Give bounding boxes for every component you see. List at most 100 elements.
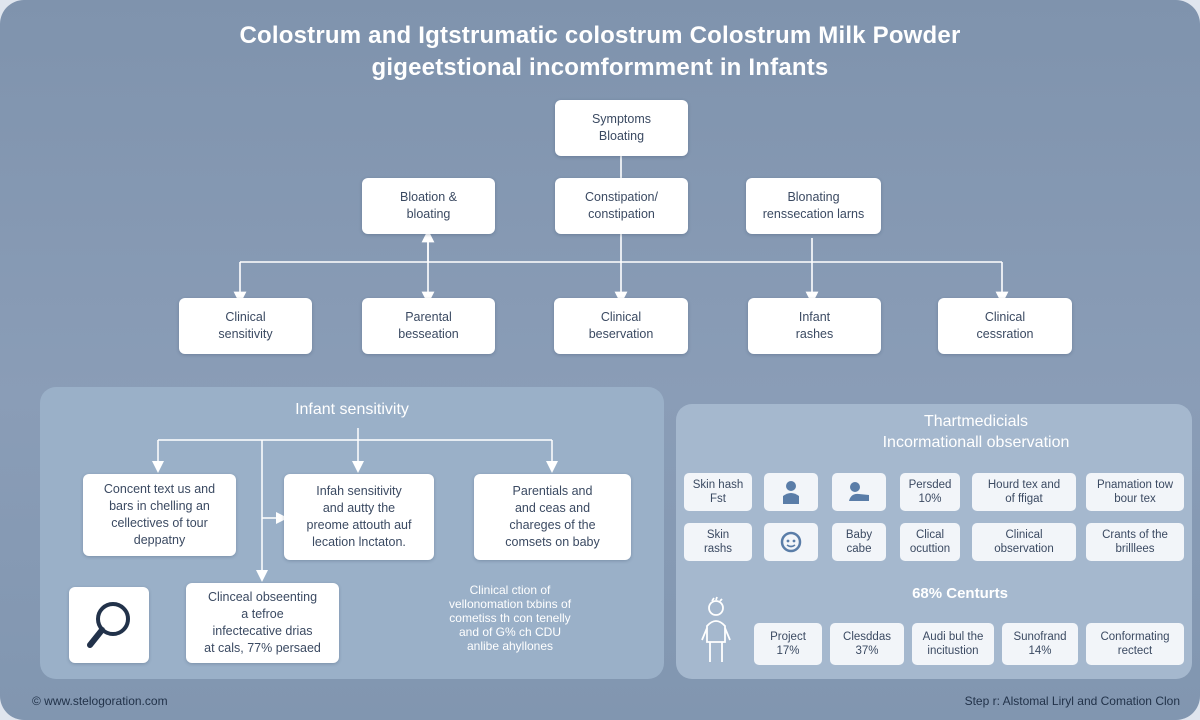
lp-note-l1: Clinical ction of (469, 583, 551, 597)
rp-sunofrand[interactable]: Sunofrand 14% (1002, 623, 1078, 665)
rp-r2c1-l1: Skin (706, 529, 730, 541)
lp-card3-l2: and ceas and (514, 501, 591, 515)
child-icon (783, 481, 799, 504)
baby-face-icon (780, 531, 802, 553)
lp-card1-l2: bars in chelling an (109, 499, 210, 513)
lp-card3-l1: Parentials and (512, 484, 593, 498)
node-b3-line1: Clinical (600, 310, 642, 324)
rp-project[interactable]: Project 17% (754, 623, 822, 665)
node-constipation[interactable]: Constipation/ constipation (555, 178, 688, 234)
rp-r2c3-l1: Baby (845, 529, 873, 541)
rp-r2c4-l2: ocuttion (909, 543, 951, 555)
rp-r2c6-l1: Crants of the (1102, 529, 1168, 541)
lp-search-card[interactable] (69, 587, 149, 663)
rp-r1c6-l1: Pnamation tow (1096, 479, 1174, 491)
panel-observation-tab (760, 404, 1192, 484)
baby-icon (849, 482, 869, 501)
lp-card3-l3: chareges of the (509, 518, 596, 532)
rp-r1c5-l1: Hourd tex and (987, 479, 1061, 491)
rp-r2c1-l2: rashs (703, 543, 733, 555)
lp-card-clinceal[interactable]: Clinceal obseenting a tefroe infectecati… (186, 583, 339, 663)
rp-r3c4-l2: 14% (1028, 645, 1052, 657)
lp-note: Clinical ction of vellonomation txbins o… (430, 583, 590, 653)
node-infant-rashes[interactable]: Infant rashes (748, 298, 881, 354)
node-blonating-line1: Blonating (787, 190, 840, 204)
rp-hourd-tex[interactable]: Hourd tex and of ffigat (972, 473, 1076, 511)
title-line-2: gigeetstional incomformment in Infants (371, 54, 829, 81)
panel-right-title-1: Thartmedicials (923, 413, 1029, 430)
node-clinical-sensitivity[interactable]: Clinical sensitivity (179, 298, 312, 354)
footer-website[interactable]: © www.stelogoration.com (32, 694, 168, 708)
lp-card-concent[interactable]: Concent text us and bars in chelling an … (83, 474, 236, 556)
rp-r3c3-l2: incitustion (927, 645, 979, 657)
node-blonating[interactable]: Blonating renssecation larns (746, 178, 881, 234)
node-constipation-line1: Constipation/ (585, 190, 658, 204)
rp-crants[interactable]: Crants of the brilllees (1086, 523, 1184, 561)
lp-card4-l2: a tefroe (241, 607, 284, 621)
node-b2-line1: Parental (405, 310, 452, 324)
rp-r1c1-l2: Fst (710, 493, 726, 505)
node-b4-line2: rashes (795, 327, 834, 341)
node-symptoms[interactable]: Symptoms Bloating (555, 100, 688, 156)
node-parental-besseation[interactable]: Parental besseation (362, 298, 495, 354)
lp-note-l4: and of G% ch CDU (458, 625, 562, 639)
lp-card1-l3: cellectives of tour (111, 516, 208, 530)
rp-r1c5-l2: of ffigat (1005, 493, 1043, 505)
rp-r3c5-l2: rectect (1117, 645, 1153, 657)
rp-clinical-observation[interactable]: Clinical observation (972, 523, 1076, 561)
lp-card2-l2: and autty the (322, 501, 396, 515)
rp-clical-ocuttion[interactable]: Clical ocuttion (900, 523, 960, 561)
node-b2-line2: besseation (398, 327, 459, 341)
node-clinical-cessration[interactable]: Clinical cessration (938, 298, 1072, 354)
search-icon (87, 602, 130, 648)
panel-left-title: Infant sensitivity (295, 401, 409, 418)
rp-r1c4-l2: 10% (918, 493, 942, 505)
rp-baby-face-icon-box[interactable] (764, 523, 818, 561)
rp-r2c5-l1: Clinical (1005, 529, 1043, 541)
rp-persded[interactable]: Persded 10% (900, 473, 960, 511)
rp-clesddas[interactable]: Clesddas 37% (830, 623, 904, 665)
node-clinical-beservation[interactable]: Clinical beservation (554, 298, 688, 354)
rp-r3c2-l2: 37% (855, 645, 879, 657)
panel-right-title-2: Incormationall observation (882, 434, 1070, 451)
rp-r3c5-l1: Conformating (1100, 631, 1170, 643)
node-bloation[interactable]: Bloation & bloating (362, 178, 495, 234)
lp-card1-l4: deppatny (133, 533, 186, 547)
node-constipation-line2: constipation (588, 207, 655, 221)
node-symptoms-line1: Symptoms (591, 112, 652, 126)
lp-card3-l4: comsets on baby (505, 535, 600, 549)
rp-skin-rashs[interactable]: Skin rashs (684, 523, 752, 561)
node-b4-line1: Infant (798, 310, 831, 324)
rp-child-icon-box[interactable] (764, 473, 818, 511)
rp-skin-hash[interactable]: Skin hash Fst (684, 473, 752, 511)
lp-card2-l1: Infah sensitivity (316, 484, 402, 498)
rp-pnamation[interactable]: Pnamation tow bour tex (1086, 473, 1184, 511)
lp-card4-l3: infectecative drias (212, 624, 313, 638)
lp-card-parentials[interactable]: Parentials and and ceas and chareges of … (474, 474, 631, 560)
rp-r3c1-l1: Project (770, 631, 806, 643)
rp-r1c1-l1: Skin hash (692, 479, 744, 491)
lp-card2-l3: preome attouth auf (306, 518, 412, 532)
node-symptoms-line2: Bloating (598, 129, 645, 143)
rp-conformating[interactable]: Conformating rectect (1086, 623, 1184, 665)
lp-card2-l4: lecation lnctaton. (312, 535, 406, 549)
node-bloation-line2: bloating (406, 207, 451, 221)
rp-r3c4-l1: Sunofrand (1013, 631, 1067, 643)
rp-r3c3-l1: Audi bul the (922, 631, 984, 643)
node-b1-line1: Clinical (225, 310, 266, 324)
rp-baby-icon-box[interactable] (832, 473, 886, 511)
node-b1-line2: sensitivity (218, 327, 273, 341)
rp-baby-cabe[interactable]: Baby cabe (832, 523, 886, 561)
rp-audi-bul[interactable]: Audi bul the incitustion (912, 623, 994, 665)
lp-card1-l1: Concent text us and (103, 482, 216, 496)
node-bloation-line1: Bloation & (400, 190, 457, 204)
node-b5-line1: Clinical (984, 310, 1026, 324)
node-b5-line2: cessration (976, 327, 1034, 341)
lp-card4-l4: at cals, 77% persaed (204, 641, 321, 655)
title-line-1: Colostrum and Igtstrumatic colostrum Col… (239, 22, 961, 49)
rp-stat: 68% Centurts (912, 585, 1008, 602)
node-b3-line2: beservation (588, 327, 654, 341)
rp-r2c5-l2: observation (994, 543, 1054, 555)
lp-note-l5: anlibe ahyllones (466, 639, 554, 653)
lp-card-infant-sensitivity[interactable]: Infah sensitivity and autty the preome a… (284, 474, 434, 560)
